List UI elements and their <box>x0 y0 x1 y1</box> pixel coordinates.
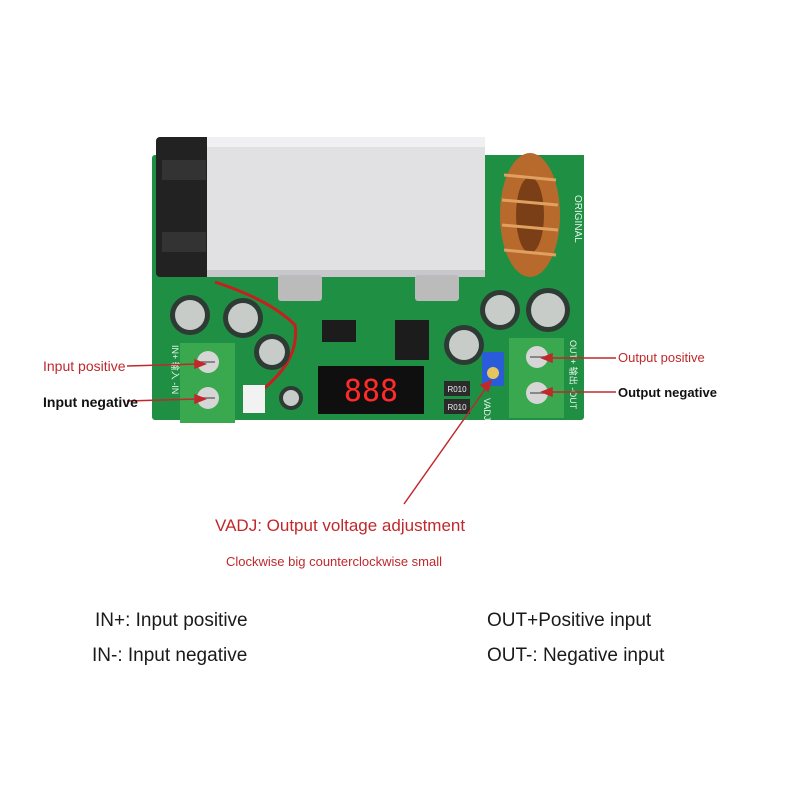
led-display: 888 <box>318 366 424 414</box>
display-digits: 888 <box>344 374 398 409</box>
mosfet-tab <box>278 275 322 301</box>
callout-vadj-description: Clockwise big counterclockwise small <box>226 554 442 569</box>
ic-chip <box>322 320 356 342</box>
legend-in-minus: IN-: Input negative <box>92 645 247 667</box>
input-terminal-block <box>180 343 235 423</box>
legend-out-minus: OUT-: Negative input <box>487 645 664 667</box>
vadj-screw <box>487 367 499 379</box>
output-terminal-block <box>509 338 564 418</box>
mosfet-tab <box>415 275 459 301</box>
silk-vadj: VADJ <box>482 398 492 420</box>
callout-output-positive: Output positive <box>618 350 705 365</box>
resistor-code: R010 <box>447 385 467 394</box>
heatsink <box>207 137 485 277</box>
callout-vadj-title: VADJ: Output voltage adjustment <box>215 516 465 536</box>
resistor-code: R010 <box>447 403 467 412</box>
silk-out: OUT+ 输出 -OUT <box>568 340 579 410</box>
legend-out-plus: OUT+Positive input <box>487 610 651 632</box>
fan-connector <box>243 385 265 413</box>
silk-in: IN+ 输入 -IN <box>170 345 181 394</box>
callout-input-positive: Input positive <box>43 358 126 374</box>
silk-original: ORIGINAL <box>572 195 583 243</box>
callout-input-negative: Input negative <box>43 394 138 410</box>
cooling-fan <box>156 137 212 277</box>
legend-in-plus: IN+: Input positive <box>95 610 248 632</box>
ic-chip <box>395 320 429 360</box>
toroid-inductor <box>500 153 560 277</box>
callout-output-negative: Output negative <box>618 385 717 400</box>
